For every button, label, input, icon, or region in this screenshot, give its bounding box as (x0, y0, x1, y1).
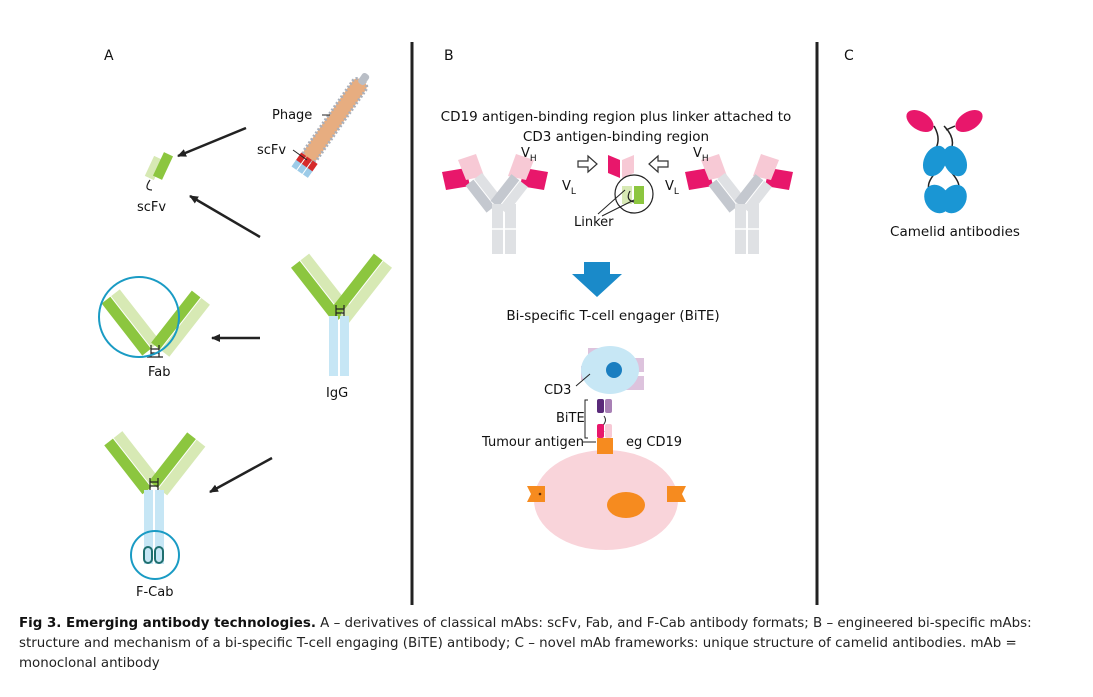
bite-label: BiTE (556, 411, 585, 426)
figure-caption: Fig 3. Emerging antibody technologies. A… (19, 614, 1079, 674)
phage-particle (291, 73, 370, 178)
igg-label: IgG (326, 386, 348, 401)
arrow-igg-to-scfv (189, 194, 261, 239)
linker-label: Linker (574, 215, 614, 230)
vh-left-label: VH (521, 146, 537, 164)
fcab-highlight-circle (130, 530, 180, 580)
bite-title: Bi-specific T-cell engager (BiTE) (506, 308, 719, 324)
vl-right-label: VL (665, 179, 679, 197)
panel-b-letter: B (444, 48, 454, 64)
antigen-right (667, 486, 686, 502)
panel-b: B CD19 antigen-binding region plus linke… (441, 48, 793, 550)
fab-label: Fab (148, 365, 171, 380)
tumour-nucleus (607, 492, 645, 518)
caption-text: A – derivatives of classical mAbs: scFv,… (19, 616, 1032, 671)
panel-b-heading-line2: CD3 antigen-binding region (523, 129, 709, 145)
t-cell (581, 346, 644, 394)
camelid-label: Camelid antibodies (890, 224, 1020, 240)
caption-title: Fig 3. Emerging antibody technologies. (19, 616, 316, 631)
vh-right-label: VH (693, 146, 709, 164)
camelid-vhh-right (955, 109, 983, 133)
vl-left-label: VL (562, 179, 576, 197)
fab-molecule (98, 276, 210, 358)
arrow-phage-to-scfv (177, 126, 247, 158)
panel-b-heading-line1: CD19 antigen-binding region plus linker … (441, 109, 792, 125)
antigen-left (527, 486, 545, 502)
cd19-antigen-top (597, 438, 613, 454)
panel-c: C Camelid antibodies (844, 48, 1020, 240)
cd3-label: CD3 (544, 383, 571, 398)
left-antibody (442, 154, 548, 254)
figure-artwork: A Phage scFv (98, 42, 1020, 605)
bite-bound (597, 399, 612, 438)
bite-construct (597, 155, 654, 217)
arrow-to-fcab (209, 456, 273, 494)
blue-down-arrow (572, 262, 622, 297)
scfv-label: scFv (137, 200, 166, 215)
hollow-arrow-left (648, 154, 669, 174)
fcab-label: F-Cab (136, 585, 173, 600)
panel-a: A Phage scFv (98, 48, 393, 600)
panel-c-letter: C (844, 48, 854, 64)
phage-label: Phage (272, 108, 312, 123)
t-cell-nucleus (606, 362, 622, 378)
scfv-molecule (144, 152, 174, 191)
scfv-phage-leader (292, 149, 308, 161)
tumour-cell (527, 438, 686, 550)
tumour-antigen-label: Tumour antigen (481, 435, 584, 450)
bite-bracket (584, 399, 588, 439)
panel-a-letter: A (104, 48, 114, 64)
right-antibody (685, 154, 793, 254)
camelid-vhh-left (906, 109, 934, 133)
igg-molecule (290, 253, 393, 376)
camelid-antibody (906, 109, 983, 214)
hollow-arrow-right (577, 154, 598, 174)
fab-highlight-circle (98, 276, 180, 358)
cd19-label: eg CD19 (626, 435, 682, 450)
fcab-molecule (104, 431, 206, 580)
scfv-phage-label: scFv (257, 143, 286, 158)
cd3-leader (575, 373, 591, 387)
